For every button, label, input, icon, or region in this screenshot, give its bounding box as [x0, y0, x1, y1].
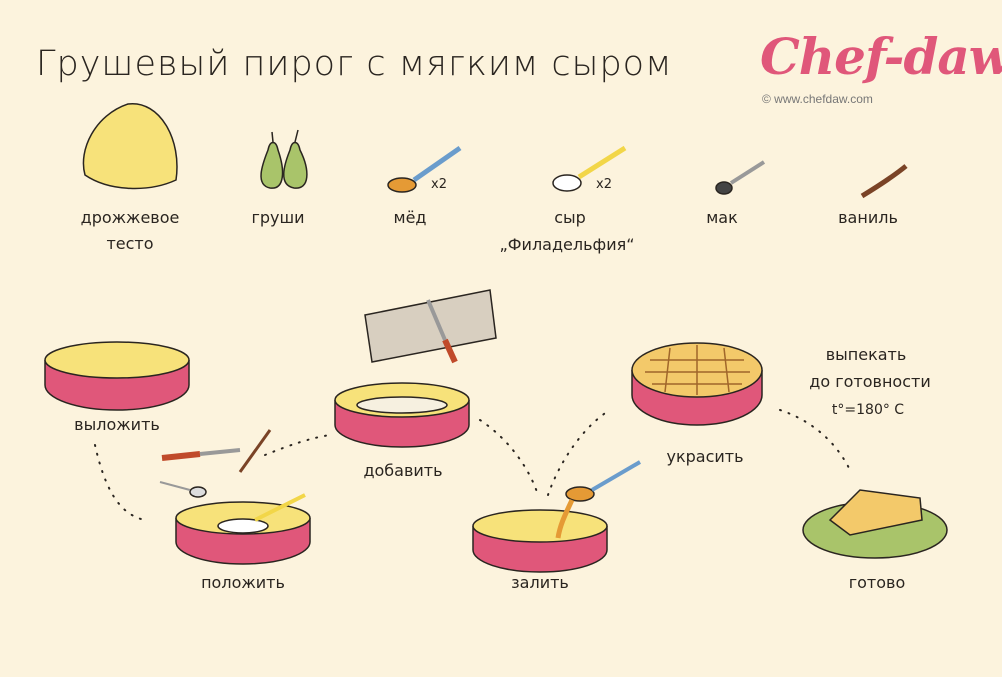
pan-5-lattice-icon — [631, 342, 763, 426]
ingredient-honey: мёд — [393, 208, 427, 227]
ingredient-cheese-line2: „Филадельфия“ — [499, 235, 635, 254]
step-lay-out: выложить — [74, 415, 160, 434]
honey-spoon-icon — [387, 145, 462, 193]
pan-1-icon — [44, 341, 190, 411]
honey-qty: x2 — [431, 177, 447, 192]
flow-arrows — [94, 409, 851, 521]
step-pour: залить — [511, 573, 569, 592]
step-add: добавить — [363, 461, 443, 480]
step-done: готово — [848, 573, 906, 592]
cutting-board-icon — [364, 289, 497, 364]
cheese-qty: x2 — [596, 177, 612, 192]
knife-icon — [161, 448, 241, 461]
page-title: Грушевый пирог с мягким сыром — [36, 44, 673, 84]
ingredient-poppy: мак — [706, 208, 738, 227]
pan-4-icon — [472, 509, 608, 573]
cheese-spoon-icon — [552, 145, 627, 192]
step-put: положить — [201, 573, 285, 592]
finished-pie-plate-icon — [802, 489, 948, 559]
vanilla-stick-icon — [238, 429, 272, 473]
ingredient-dough-line1: дрожжевое — [80, 208, 180, 227]
cheese-spoon-step-icon — [254, 493, 306, 522]
pears-icon — [260, 129, 308, 189]
pan-2-icon — [175, 501, 311, 565]
ingredient-cheese-line1: сыр — [554, 208, 586, 227]
pouring-spoon-icon — [555, 460, 642, 539]
ingredient-dough-line2: тесто — [106, 234, 154, 253]
bake-temperature: t°=180° C — [831, 402, 905, 418]
step-decorate: украсить — [666, 447, 744, 466]
copyright: © www.chefdaw.com — [762, 92, 873, 106]
pan-3-icon — [334, 382, 470, 448]
ingredient-pears: груши — [251, 208, 305, 227]
bake-line1: выпекать — [825, 345, 907, 364]
poppy-spoon-icon — [715, 160, 766, 195]
dough-icon — [82, 103, 178, 190]
ingredient-vanilla: ваниль — [838, 208, 898, 227]
brand-logo: Chef-daw — [760, 27, 1002, 86]
bake-line2: до готовности — [809, 372, 931, 391]
vanilla-pod-icon — [860, 164, 908, 199]
spoon-icon — [159, 481, 207, 498]
